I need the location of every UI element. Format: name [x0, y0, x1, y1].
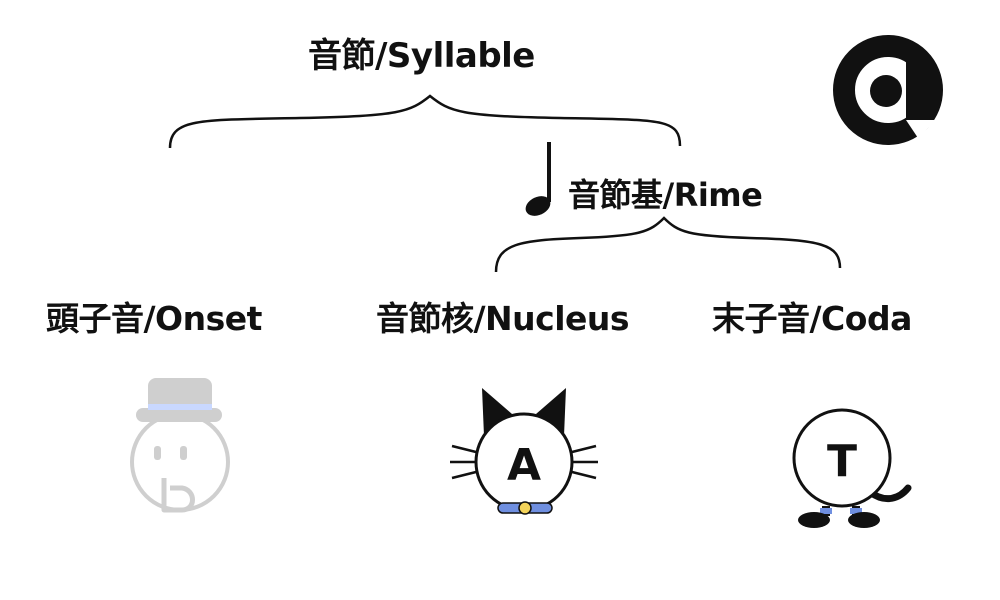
rime-brace	[494, 216, 842, 273]
onset-character-icon	[130, 378, 230, 513]
logo-icon	[833, 35, 943, 145]
syllable-brace	[168, 94, 682, 149]
nucleus-label: 音節核/Nucleus	[376, 299, 630, 338]
coda-label: 末子音/Coda	[712, 299, 912, 338]
onset-label: 頭子音/Onset	[46, 299, 262, 338]
coda-character-icon	[792, 408, 912, 528]
nucleus-cat-icon	[450, 388, 598, 515]
syllable-label: 音節/Syllable	[308, 36, 535, 76]
rime-label: 音節基/Rime	[568, 176, 763, 214]
music-note-icon	[525, 142, 551, 216]
